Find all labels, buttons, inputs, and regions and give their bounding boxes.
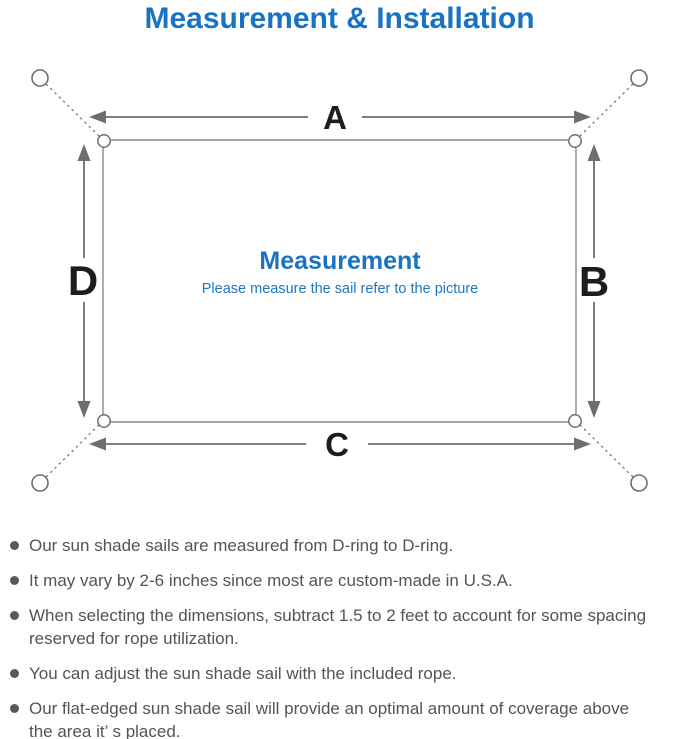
sail-measurement-diagram: A B C D Measurement Please measure the s… bbox=[31, 69, 648, 492]
anchor-point-bottom-left bbox=[31, 474, 49, 492]
bullet-icon bbox=[10, 576, 19, 585]
page-title: Measurement & Installation bbox=[144, 2, 535, 35]
rope-dash-top-right bbox=[578, 83, 634, 138]
list-item: You can adjust the sun shade sail with t… bbox=[10, 662, 675, 685]
dimension-label-a: A bbox=[323, 99, 347, 136]
dimension-arrow-b bbox=[587, 144, 601, 418]
list-item: It may vary by 2-6 inches since most are… bbox=[10, 569, 675, 592]
instruction-list: Our sun shade sails are measured from D-… bbox=[10, 534, 675, 739]
anchor-point-top-right bbox=[630, 69, 648, 87]
instruction-text: When selecting the dimensions, subtract … bbox=[29, 606, 647, 625]
anchor-point-top-left bbox=[31, 69, 49, 87]
d-ring-icon-top-left bbox=[97, 134, 111, 148]
sail-center-subtitle: Please measure the sail refer to the pic… bbox=[202, 281, 478, 297]
instruction-text: You can adjust the sun shade sail with t… bbox=[29, 664, 457, 683]
sail-center-heading: Measurement bbox=[259, 247, 421, 275]
bullet-icon bbox=[10, 611, 19, 620]
sail-outline bbox=[102, 139, 577, 423]
dimension-arrow-c bbox=[89, 437, 591, 451]
dimension-arrow-a bbox=[89, 110, 591, 124]
bullet-icon bbox=[10, 541, 19, 550]
dimension-label-c: C bbox=[325, 426, 349, 463]
dimension-arrow-d bbox=[77, 144, 91, 418]
instruction-text: reserved for rope utilization. bbox=[29, 629, 239, 648]
rope-dash-bottom-right bbox=[578, 423, 634, 478]
anchor-point-bottom-right bbox=[630, 474, 648, 492]
instruction-text: Our sun shade sails are measured from D-… bbox=[29, 536, 454, 555]
d-ring-icon-bottom-right bbox=[568, 414, 582, 428]
instruction-text: Our flat-edged sun shade sail will provi… bbox=[29, 699, 630, 718]
instruction-text: It may vary by 2-6 inches since most are… bbox=[29, 571, 513, 590]
d-ring-icon-bottom-left bbox=[97, 414, 111, 428]
list-item: When selecting the dimensions, subtract … bbox=[10, 604, 675, 650]
dimension-label-d: D bbox=[68, 257, 98, 304]
rope-dash-bottom-left bbox=[45, 423, 101, 478]
list-item: Our flat-edged sun shade sail will provi… bbox=[10, 697, 675, 739]
dimension-label-b: B bbox=[579, 258, 609, 305]
bullet-icon bbox=[10, 669, 19, 678]
bullet-icon bbox=[10, 704, 19, 713]
list-item: Our sun shade sails are measured from D-… bbox=[10, 534, 675, 557]
instruction-text: the area it’ s placed. bbox=[29, 722, 181, 739]
rope-dash-top-left bbox=[45, 83, 101, 138]
d-ring-icon-top-right bbox=[568, 134, 582, 148]
